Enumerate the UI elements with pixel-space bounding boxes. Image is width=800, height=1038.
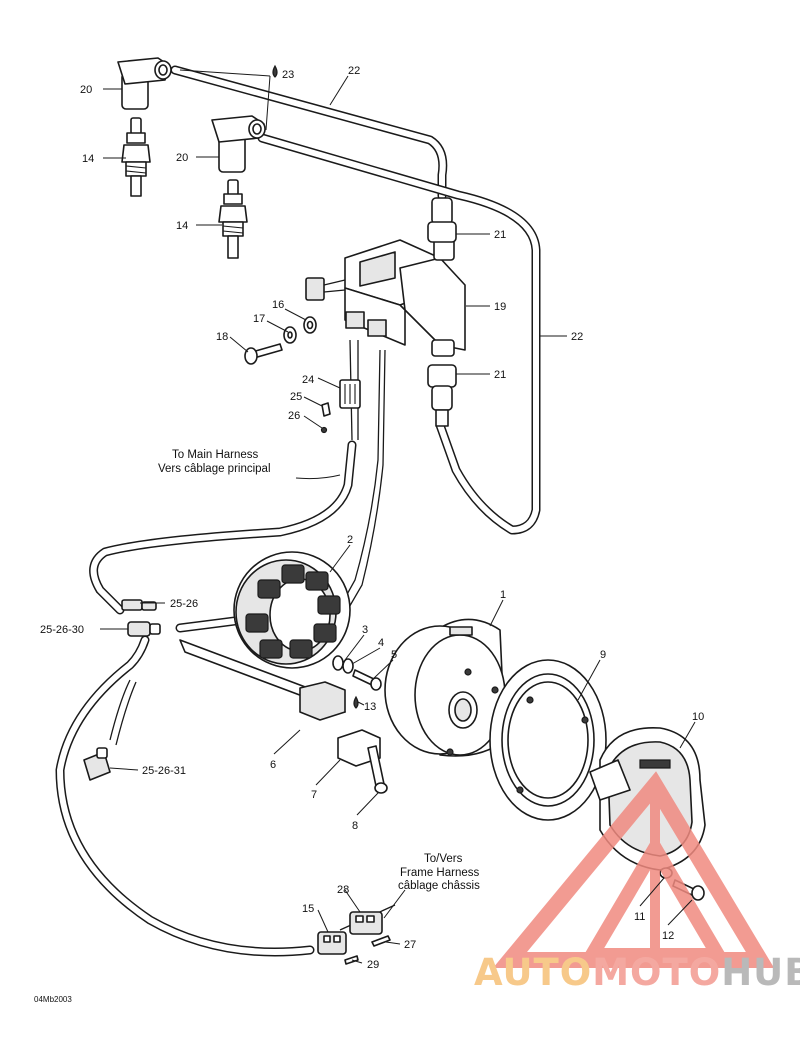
callout-13: 13 [364,701,376,713]
flywheel [384,618,506,757]
washer-3 [332,655,344,671]
callout-28: 28 [337,884,349,896]
note-main-harness-fr: Vers câblage principal [158,463,271,475]
callout-14-lower: 14 [176,220,188,232]
spark-plug-cap-lower [211,115,266,173]
callout-9: 9 [600,649,606,661]
note-main-harness-en: To Main Harness [172,449,259,461]
figure-code: 04Mb2003 [34,995,72,1004]
callout-25-26-31: 25-26-31 [142,765,186,777]
callout-7: 7 [311,789,317,801]
trigger-coil-bracket [179,639,346,721]
spark-plug-cap-upper [117,57,172,110]
callout-25-26: 25-26 [170,598,198,610]
callout-11: 11 [634,911,645,923]
callout-19: 19 [494,301,506,313]
callout-15: 15 [302,903,314,915]
washer-17 [283,326,297,344]
thread-locker-13 [353,695,359,709]
callout-22-lower: 22 [571,331,583,343]
callout-23: 23 [282,69,294,81]
ignition-coil [344,237,466,357]
watermark-logo-text: AUTOMOTOHUB [474,951,800,995]
callout-21-upper: 21 [494,229,506,241]
connector-15 [317,931,347,955]
seal-26 [320,426,328,434]
screw-8 [367,745,388,794]
logo-word-moto: MOTO [592,951,722,994]
terminal-29 [344,955,359,965]
callout-17: 17 [253,313,265,325]
connector-25-26-31 [83,747,111,781]
callout-20-lower: 20 [176,152,188,164]
callout-6: 6 [270,759,276,771]
ring-gear [489,659,607,821]
callout-18: 18 [216,331,228,343]
stator-wiring-harness [55,339,396,957]
logo-word-hub: HUB [721,951,800,994]
spark-plug-upper [121,117,151,197]
callout-25-26-30: 25-26-30 [40,624,84,636]
callout-labels: 20 14 20 14 23 22 21 19 22 21 16 17 18 2… [40,64,704,971]
watermark-logo-triangle [492,771,775,968]
connector-25-26-30 [127,621,161,637]
callout-3: 3 [362,624,368,636]
callout-1: 1 [500,589,506,601]
coil-wire-connector [305,277,346,301]
callout-21-lower: 21 [494,369,506,381]
terminal-27 [371,935,391,947]
note-frame-harness-2: Frame Harness [400,867,479,879]
connector-housing-24 [339,379,361,409]
callout-24: 24 [302,374,314,386]
callout-29: 29 [367,959,379,971]
callout-16: 16 [272,299,284,311]
callout-26: 26 [288,410,300,422]
callout-27: 27 [404,939,416,951]
leader-lines [100,69,696,964]
callout-5: 5 [391,649,397,661]
callout-14-upper: 14 [82,153,94,165]
washer-16 [303,316,317,334]
connector-28 [349,911,383,935]
callout-12: 12 [662,930,674,942]
note-frame-harness-1: To/Vers [424,853,463,865]
coil-boot-upper [427,197,457,243]
logo-word-auto: AUTO [474,951,593,994]
callout-8: 8 [352,820,358,832]
note-frame-harness-3: câblage châssis [398,880,480,892]
washer-4 [342,658,354,674]
screw-18 [244,343,283,365]
high-tension-cables [170,65,541,535]
callout-2: 2 [347,534,353,546]
callout-22-upper: 22 [348,65,360,77]
screw-5 [352,669,382,691]
harness-notes: To Main Harness Vers câblage principal T… [34,449,480,1004]
callout-20-upper: 20 [80,84,92,96]
callout-10: 10 [692,711,704,723]
spark-plug-lower [218,179,248,259]
coil-boot-lower [427,364,457,427]
callout-4: 4 [378,637,384,649]
terminal-25 [321,402,331,417]
stator [233,551,351,669]
callout-25: 25 [290,391,302,403]
connector-25-26 [121,599,157,611]
drop-icon-23 [272,64,278,78]
